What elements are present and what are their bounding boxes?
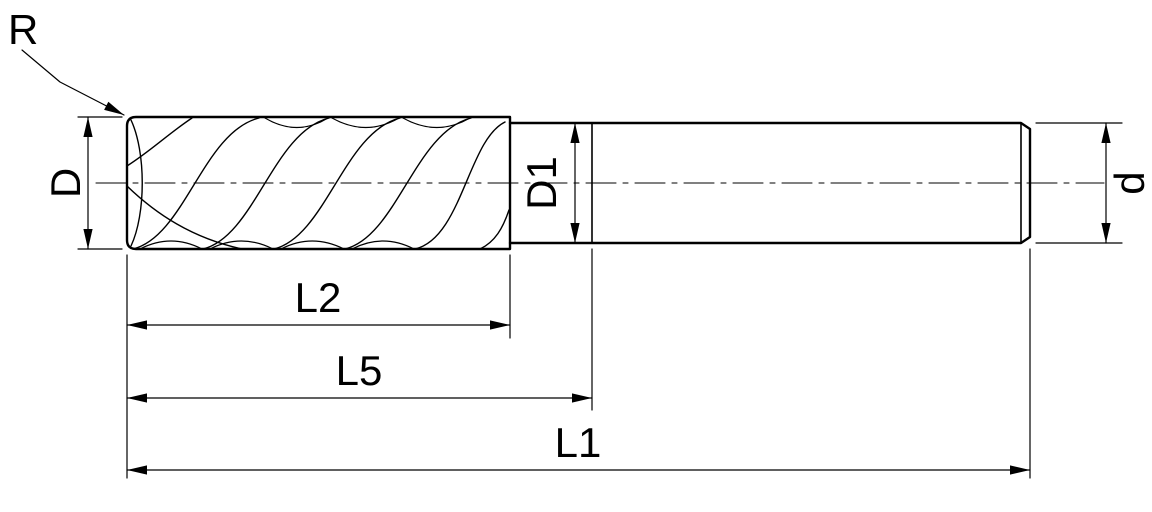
flute-helix-1 — [132, 117, 260, 250]
cutting-section — [125, 115, 512, 251]
dimension-shank-diameter: d — [1035, 122, 1152, 244]
label-neck-diameter: D1 — [518, 156, 565, 210]
label-corner-radius: R — [8, 6, 38, 53]
label-cutting-diameter: D — [42, 168, 89, 198]
neck-and-shank — [508, 121, 1032, 245]
radius-leader-line — [21, 49, 125, 116]
end-face-curve — [130, 119, 143, 247]
flute-helix-5 — [414, 121, 506, 250]
dimension-corner-radius: R — [8, 6, 125, 116]
bottom-land-curve-1 — [139, 240, 203, 250]
dimension-neck-diameter: D1 — [518, 122, 580, 244]
top-land-curve-1 — [264, 117, 329, 128]
label-flute-length: L2 — [295, 274, 342, 321]
label-overall-length: L1 — [555, 419, 602, 466]
dimension-overall-length: L1 — [126, 248, 1031, 479]
bottom-land-curve-4 — [351, 240, 415, 250]
end-tooth-curve — [126, 185, 243, 250]
bottom-land-curve-3 — [280, 240, 345, 250]
flute-helix-3 — [273, 117, 401, 250]
label-shank-diameter: d — [1106, 171, 1152, 194]
dimension-neck-length: L5 — [126, 248, 593, 411]
bottom-land-curve-2 — [209, 240, 274, 250]
shank-outline — [508, 121, 1032, 245]
flute-helix-2 — [202, 117, 330, 250]
flute-helix-partial-top-left — [126, 117, 193, 167]
dimension-cutting-diameter: D — [42, 116, 123, 250]
top-land-curve-2 — [331, 117, 400, 128]
top-land-curve-3 — [402, 117, 471, 128]
flute-helix-4 — [344, 117, 472, 250]
label-neck-length: L5 — [336, 347, 383, 394]
dimension-flute-length: L2 — [126, 254, 511, 479]
flute-helix-partial-bottom-right — [479, 209, 510, 250]
